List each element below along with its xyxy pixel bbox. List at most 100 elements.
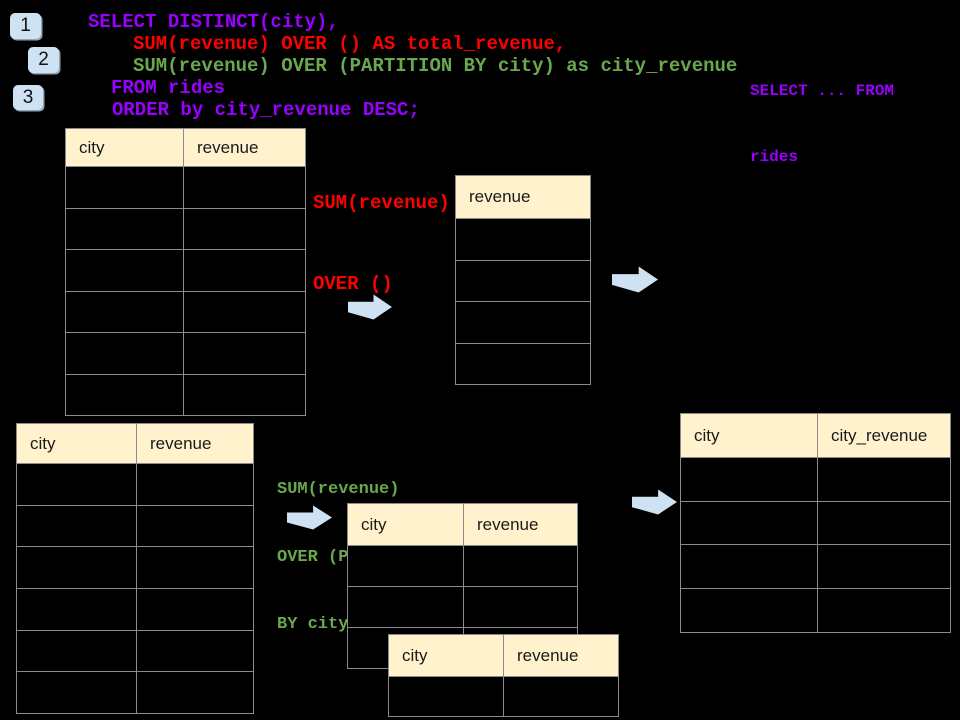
table-cell bbox=[16, 588, 137, 631]
column-header-city: city bbox=[388, 634, 504, 677]
column-header-revenue: revenue bbox=[183, 128, 306, 167]
table-cell bbox=[463, 586, 578, 628]
sql-line-from: FROM rides bbox=[111, 77, 226, 99]
step-badge-2-label: 2 bbox=[38, 49, 49, 70]
label-sum-over-total: SUM(revenue) OVER () bbox=[313, 136, 450, 325]
table-cell bbox=[347, 586, 464, 628]
column-header-city: city bbox=[347, 503, 464, 546]
table-cell bbox=[183, 166, 306, 209]
table-cell bbox=[65, 207, 184, 250]
table-cell bbox=[65, 249, 184, 292]
table-row bbox=[65, 166, 306, 209]
step-badge-3: 3 bbox=[13, 85, 43, 110]
table-cell bbox=[463, 545, 578, 587]
table-row bbox=[65, 207, 306, 250]
sql-line-city-revenue: SUM(revenue) OVER (PARTITION BY city) as… bbox=[133, 55, 738, 77]
table-cell bbox=[455, 218, 591, 261]
table-cell bbox=[136, 629, 254, 673]
table-cell bbox=[455, 342, 591, 385]
table-cell bbox=[136, 588, 254, 631]
table-row bbox=[680, 457, 951, 502]
sql-line-order-by: ORDER by city_revenue DESC; bbox=[112, 99, 420, 121]
table-row bbox=[16, 671, 254, 715]
table-row bbox=[455, 259, 591, 302]
table-cell bbox=[680, 588, 818, 633]
sql-line-select: SELECT DISTINCT(city), bbox=[88, 11, 339, 33]
step-badge-1-label: 1 bbox=[20, 15, 31, 36]
table-cell bbox=[16, 671, 137, 715]
table-row bbox=[65, 290, 306, 333]
table-row bbox=[16, 463, 254, 506]
table-row bbox=[65, 332, 306, 375]
label-sum-over-total-line-2: OVER () bbox=[313, 273, 393, 295]
table-cell bbox=[347, 545, 464, 587]
table-row bbox=[347, 586, 578, 628]
table-cell bbox=[680, 457, 818, 502]
column-header-city: city bbox=[16, 423, 137, 464]
table-cell bbox=[388, 676, 504, 717]
side-note-select-from: SELECT ... FROM rides bbox=[750, 36, 894, 190]
table-cell bbox=[16, 546, 137, 590]
table-cell bbox=[183, 373, 306, 416]
column-header-city: city bbox=[65, 128, 184, 167]
table-cell bbox=[136, 671, 254, 715]
table-cell bbox=[455, 301, 591, 344]
table-cell bbox=[817, 457, 951, 502]
table-cell bbox=[16, 463, 137, 506]
right-arrow-icon-2 bbox=[612, 266, 658, 293]
column-header-revenue: revenue bbox=[455, 175, 591, 219]
step-badge-2: 2 bbox=[28, 47, 59, 73]
sql-line-total-revenue: SUM(revenue) OVER () AS total_revenue, bbox=[133, 33, 567, 55]
table-row bbox=[455, 218, 591, 261]
table-cell bbox=[65, 373, 184, 416]
table-cell bbox=[817, 544, 951, 590]
step-badge-1: 1 bbox=[10, 13, 41, 39]
table-row bbox=[65, 249, 306, 292]
table-row bbox=[16, 546, 254, 590]
table-row bbox=[680, 588, 951, 633]
table-cell bbox=[183, 249, 306, 292]
table-cell bbox=[16, 629, 137, 673]
table-cell bbox=[16, 504, 137, 548]
table-row bbox=[16, 588, 254, 631]
side-note-line-2: rides bbox=[750, 148, 799, 166]
table-cell bbox=[680, 544, 818, 590]
label-sum-over-partition-line-3: BY city) bbox=[277, 615, 359, 634]
table-row bbox=[16, 504, 254, 548]
table-row bbox=[347, 545, 578, 587]
column-header-city_revenue: city_revenue bbox=[817, 413, 951, 458]
table-cell bbox=[65, 332, 184, 375]
table-row bbox=[680, 500, 951, 546]
table-cell bbox=[503, 676, 619, 717]
table-cell bbox=[183, 207, 306, 250]
table-row bbox=[16, 629, 254, 673]
table-row bbox=[388, 676, 619, 717]
column-header-revenue: revenue bbox=[136, 423, 254, 464]
table-cell bbox=[817, 588, 951, 633]
table-total-revenue-result: revenue bbox=[455, 175, 591, 385]
table-cell bbox=[455, 259, 591, 302]
table-cell bbox=[817, 500, 951, 546]
table-row bbox=[455, 342, 591, 385]
table-cell bbox=[136, 504, 254, 548]
column-header-revenue: revenue bbox=[503, 634, 619, 677]
step-badge-3-label: 3 bbox=[22, 86, 34, 108]
table-row bbox=[680, 544, 951, 590]
right-arrow-icon-4 bbox=[632, 489, 677, 515]
table-cell bbox=[65, 166, 184, 209]
table-cell bbox=[136, 463, 254, 506]
table-cell bbox=[183, 290, 306, 333]
side-note-line-1: SELECT ... FROM bbox=[750, 82, 895, 100]
label-sum-over-partition-line-1: SUM(revenue) bbox=[277, 480, 400, 499]
table-cell bbox=[136, 546, 254, 590]
column-header-city: city bbox=[680, 413, 818, 458]
label-sum-over-total-line-1: SUM(revenue) bbox=[313, 192, 450, 214]
table-cell bbox=[680, 500, 818, 546]
table-cell bbox=[65, 290, 184, 333]
table-row bbox=[455, 301, 591, 344]
